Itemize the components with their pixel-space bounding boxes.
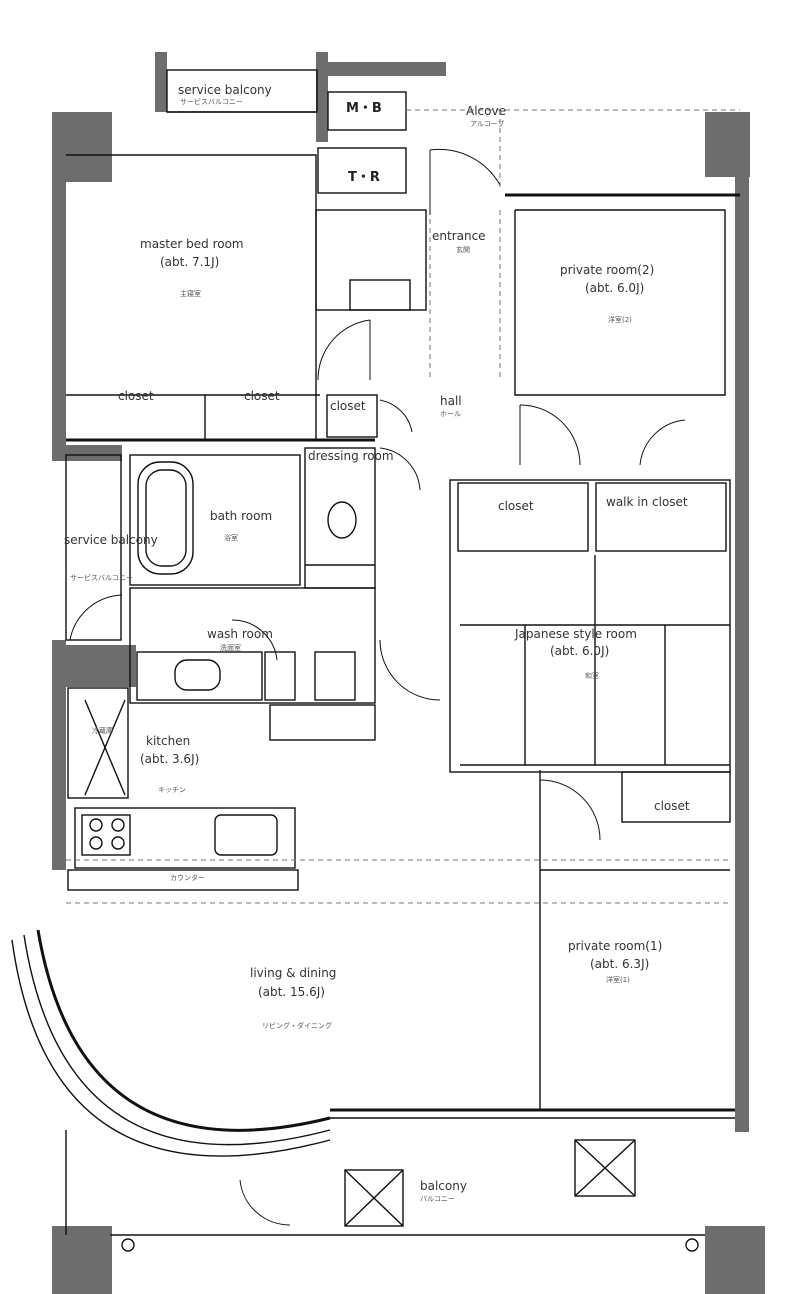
label-fridge: 冷蔵庫 bbox=[92, 726, 113, 735]
svg-text:和室: 和室 bbox=[585, 671, 599, 680]
label-wash-room: wash room bbox=[207, 627, 273, 641]
svg-text:アルコーブ: アルコーブ bbox=[470, 119, 504, 128]
label-counter: カウンター bbox=[170, 873, 205, 882]
svg-text:洋室(2): 洋室(2) bbox=[608, 315, 632, 324]
svg-text:玄関: 玄関 bbox=[456, 245, 470, 254]
wall-corner-bottom-left bbox=[52, 1226, 112, 1294]
svg-text:バルコニー: バルコニー bbox=[420, 1195, 455, 1203]
label-tr: T・R bbox=[348, 170, 380, 185]
wall-right bbox=[735, 112, 749, 1132]
svg-text:リビング・ダイニング: リビング・ダイニング bbox=[262, 1021, 332, 1030]
label-entrance: entrance bbox=[432, 229, 486, 243]
label-japanese-room: Japanese style room bbox=[514, 627, 637, 641]
label-master-bedroom: master bed room bbox=[140, 237, 244, 251]
wall-corner-top-left bbox=[52, 112, 112, 182]
wall-corner-top-right bbox=[705, 112, 750, 177]
svg-text:キッチン: キッチン bbox=[158, 786, 186, 794]
label-kitchen-area: (abt. 3.6J) bbox=[140, 752, 199, 766]
label-walk-in-closet: walk in closet bbox=[606, 495, 688, 509]
label-closet-mid: closet bbox=[244, 389, 280, 403]
label-alcove: Alcove bbox=[466, 104, 506, 118]
label-private-room-2-area: (abt. 6.0J) bbox=[585, 281, 644, 295]
wall-left-lower bbox=[52, 640, 66, 870]
label-closet-left: closet bbox=[118, 389, 154, 403]
label-private-room-1-area: (abt. 6.3J) bbox=[590, 957, 649, 971]
label-bath-room: bath room bbox=[210, 509, 272, 523]
label-master-bedroom-area: (abt. 7.1J) bbox=[160, 255, 219, 269]
label-private-room-2: private room(2) bbox=[560, 263, 654, 277]
label-kitchen: kitchen bbox=[146, 734, 190, 748]
wall-mb-top bbox=[316, 62, 446, 76]
svg-text:洗面室: 洗面室 bbox=[220, 643, 241, 652]
wall-left-kitchen bbox=[66, 645, 136, 687]
wall-left-mid-top bbox=[52, 445, 122, 461]
label-closet-hall: closet bbox=[330, 399, 366, 413]
label-mb: M・B bbox=[346, 101, 382, 116]
bathtub bbox=[137, 461, 194, 575]
label-japanese-room-area: (abt. 6.0J) bbox=[550, 644, 609, 658]
label-service-balcony-left: service balcony bbox=[64, 533, 158, 547]
wall-sb-left bbox=[155, 52, 167, 112]
room-labels: service balcony サービスバルコニー M・B T・R Alcove… bbox=[64, 83, 690, 1203]
svg-text:サービスバルコニー: サービスバルコニー bbox=[180, 97, 243, 106]
bay-window bbox=[11, 929, 331, 1157]
label-closet-p1: closet bbox=[654, 799, 690, 813]
doors bbox=[69, 148, 686, 1226]
svg-text:洋室(1): 洋室(1) bbox=[606, 975, 630, 984]
interior-walls bbox=[65, 69, 740, 1252]
label-living-dining: living & dining bbox=[250, 966, 336, 980]
structural-walls bbox=[52, 52, 765, 1294]
wall-left-upper bbox=[52, 112, 66, 457]
label-living-dining-area: (abt. 15.6J) bbox=[258, 985, 325, 999]
wall-corner-bottom-right bbox=[705, 1226, 765, 1294]
label-closet-jr: closet bbox=[498, 499, 534, 513]
svg-text:浴室: 浴室 bbox=[224, 533, 238, 542]
toilet bbox=[327, 501, 357, 539]
label-hall: hall bbox=[440, 394, 462, 408]
svg-text:ホール: ホール bbox=[440, 410, 461, 418]
label-service-balcony-top: service balcony bbox=[178, 83, 272, 97]
svg-text:主寝室: 主寝室 bbox=[180, 289, 201, 298]
label-dressing-room: dressing room bbox=[308, 449, 394, 463]
svg-text:サービスバルコニー: サービスバルコニー bbox=[70, 573, 133, 582]
label-private-room-1: private room(1) bbox=[568, 939, 662, 953]
label-balcony: balcony bbox=[420, 1179, 467, 1193]
wash-basin bbox=[174, 659, 221, 691]
